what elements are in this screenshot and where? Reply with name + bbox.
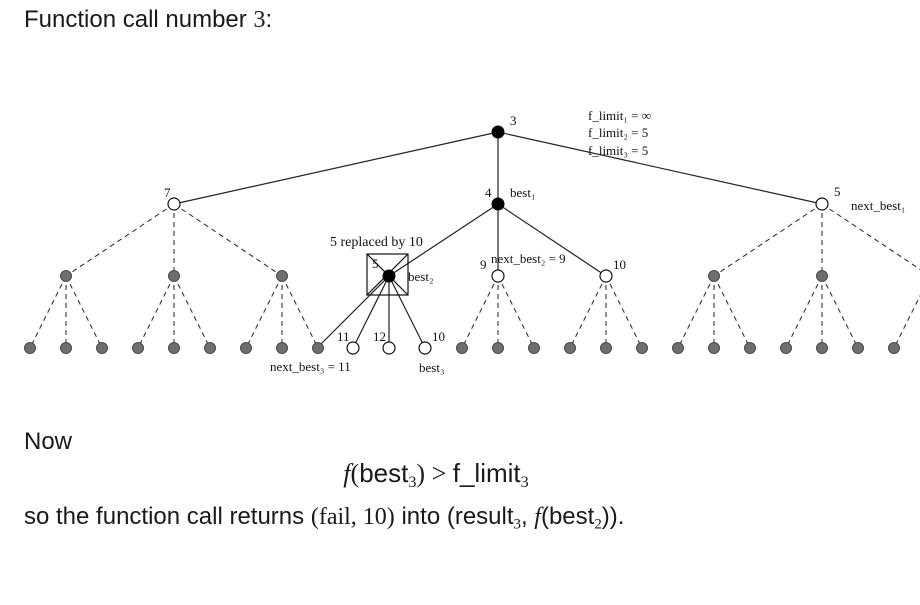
leaf-node-10 bbox=[418, 341, 432, 355]
root-node bbox=[491, 125, 505, 139]
result-target-sub: 3 bbox=[513, 516, 521, 533]
best3-label: best₃ bbox=[419, 360, 444, 375]
node-right-5 bbox=[815, 197, 829, 211]
result-text-mid: into bbox=[394, 503, 447, 530]
search-tree-diagram: 3 f_limit₁ = ∞ f_limit₂ = 5 f_limit₃ = 5… bbox=[24, 108, 920, 375]
f-limit-1: f_limit₁ = ∞ bbox=[588, 108, 651, 123]
edge-mid-child10 bbox=[497, 203, 607, 277]
f-limit-3: f_limit₃ = 5 bbox=[588, 143, 648, 158]
best2-label: best₂ bbox=[408, 269, 433, 284]
result-text-before: so the function call returns bbox=[24, 503, 311, 530]
tree-edges bbox=[173, 131, 823, 349]
result-target-close: )). bbox=[601, 503, 625, 530]
node-mid-4 bbox=[491, 197, 505, 211]
mid-node-label: 4 bbox=[485, 185, 492, 200]
leaf-10-label: 10 bbox=[432, 329, 445, 344]
node-child-9 bbox=[491, 269, 505, 283]
best2-box-label: 5 bbox=[372, 256, 379, 271]
formula-lhs-arg: best bbox=[359, 458, 409, 488]
result-tuple: (fail, 10) bbox=[310, 504, 395, 530]
formula-f: f bbox=[343, 459, 351, 488]
edge-best2-leaf-a bbox=[316, 275, 390, 349]
formula-rhs-sub: 3 bbox=[520, 473, 529, 491]
leaf-node-12 bbox=[382, 341, 396, 355]
left-node-label: 7 bbox=[164, 185, 171, 200]
leaf-12-label: 12 bbox=[373, 329, 386, 344]
result-target-open: (result bbox=[446, 503, 514, 530]
next-best2-label: next_best₂ = 9 bbox=[491, 251, 566, 266]
edge-best2-leaf-d bbox=[388, 275, 426, 349]
leaf-node-11 bbox=[346, 341, 360, 355]
right-node-label: 5 bbox=[834, 184, 841, 199]
heading-number: 3 bbox=[253, 7, 266, 33]
node-child-10 bbox=[599, 269, 613, 283]
heading: Function call number 3: bbox=[24, 6, 272, 34]
next-best3-label: next_best₃ = 11 bbox=[270, 359, 351, 374]
result-sentence: so the function call returns (fail, 10) … bbox=[24, 503, 624, 533]
formula-operator: > bbox=[425, 459, 453, 488]
f-limit-2: f_limit₂ = 5 bbox=[588, 125, 648, 140]
result-target-mid: , bbox=[520, 503, 535, 530]
result-target-f: f bbox=[534, 504, 541, 530]
node-left-7 bbox=[167, 197, 181, 211]
now-text: Now bbox=[24, 428, 73, 455]
unexpanded-nodes bbox=[24, 270, 900, 354]
leaf-11-label: 11 bbox=[337, 329, 350, 344]
best1-label: best₁ bbox=[510, 185, 535, 200]
root-label: 3 bbox=[510, 113, 517, 128]
formula-rhs: f_limit bbox=[452, 458, 521, 488]
edge-mid-best2 bbox=[388, 203, 499, 277]
child-9-label: 9 bbox=[480, 257, 487, 272]
heading-prefix: Function call number bbox=[24, 6, 254, 33]
heading-suffix: : bbox=[265, 6, 273, 33]
edge-best2-leaf-b bbox=[352, 275, 390, 349]
child-10-label: 10 bbox=[613, 257, 626, 272]
result-target-arg: (best bbox=[540, 503, 595, 530]
formula-lhs-sub: 3 bbox=[408, 473, 417, 491]
node-best2 bbox=[382, 269, 396, 283]
replaced-note: 5 replaced by 10 bbox=[330, 235, 423, 250]
comparison-formula: f(best3) > f_limit3 bbox=[343, 458, 529, 491]
next-best1-label: next_best₁ bbox=[851, 198, 905, 213]
unexpanded-edges bbox=[29, 203, 920, 349]
edge-root-right bbox=[497, 131, 823, 205]
edge-root-left bbox=[173, 131, 499, 205]
result-target-arg-sub: 2 bbox=[594, 516, 602, 533]
